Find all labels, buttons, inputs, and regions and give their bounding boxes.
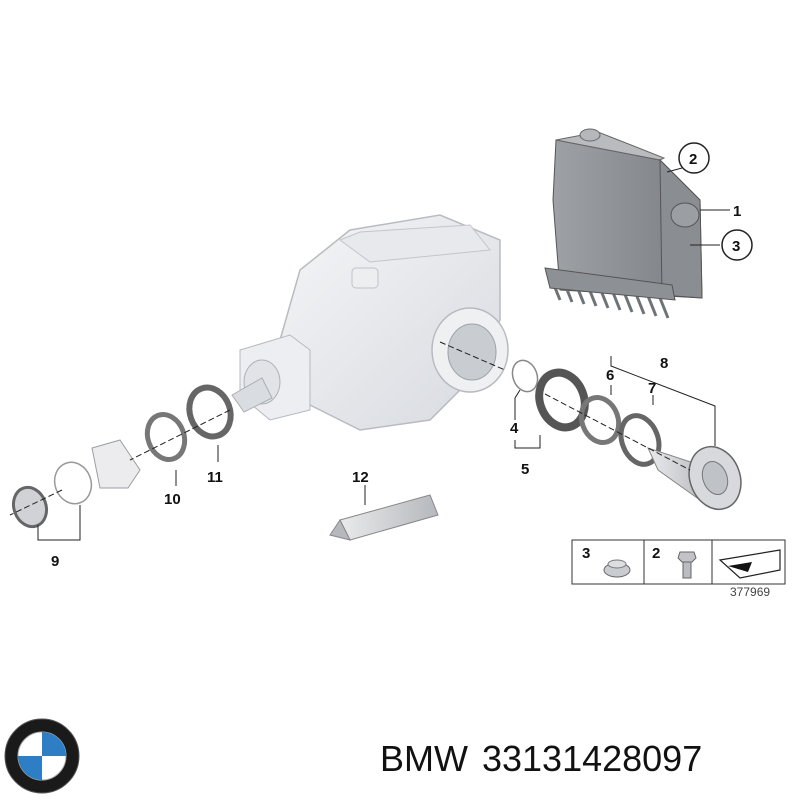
arrow-pointer-icon (718, 549, 781, 579)
label-1: 1 (733, 203, 741, 220)
sealant-tube (329, 494, 439, 541)
left-side-parts (11, 384, 234, 529)
legend-label-2: 2 (652, 545, 660, 562)
label-2: 2 (689, 151, 697, 168)
bolt-icon (677, 551, 697, 579)
bmw-logo (4, 718, 80, 794)
legend-box (571, 539, 786, 585)
leader-lines (9, 167, 730, 541)
label-11: 11 (207, 469, 223, 486)
label-7: 7 (648, 380, 656, 397)
callout-circle-2 (678, 142, 710, 174)
label-8: 8 (660, 355, 668, 372)
label-10: 10 (164, 491, 181, 508)
label-12: 12 (352, 469, 369, 486)
callout-circle-3 (721, 229, 753, 261)
label-5: 5 (521, 461, 529, 478)
label-4: 4 (510, 420, 519, 437)
legend-label-3: 3 (582, 545, 590, 562)
label-9: 9 (51, 553, 59, 570)
reference-number: 377969 (730, 585, 770, 599)
right-side-parts (511, 359, 742, 511)
differential-cover (544, 128, 703, 319)
differential-housing (231, 214, 509, 431)
label-6: 6 (606, 367, 614, 384)
part-number: 33131428097 (481, 738, 703, 779)
footer-caption: BMW 33131428097 (380, 738, 716, 780)
brand-name: BMW (380, 738, 468, 779)
label-3: 3 (732, 238, 740, 255)
